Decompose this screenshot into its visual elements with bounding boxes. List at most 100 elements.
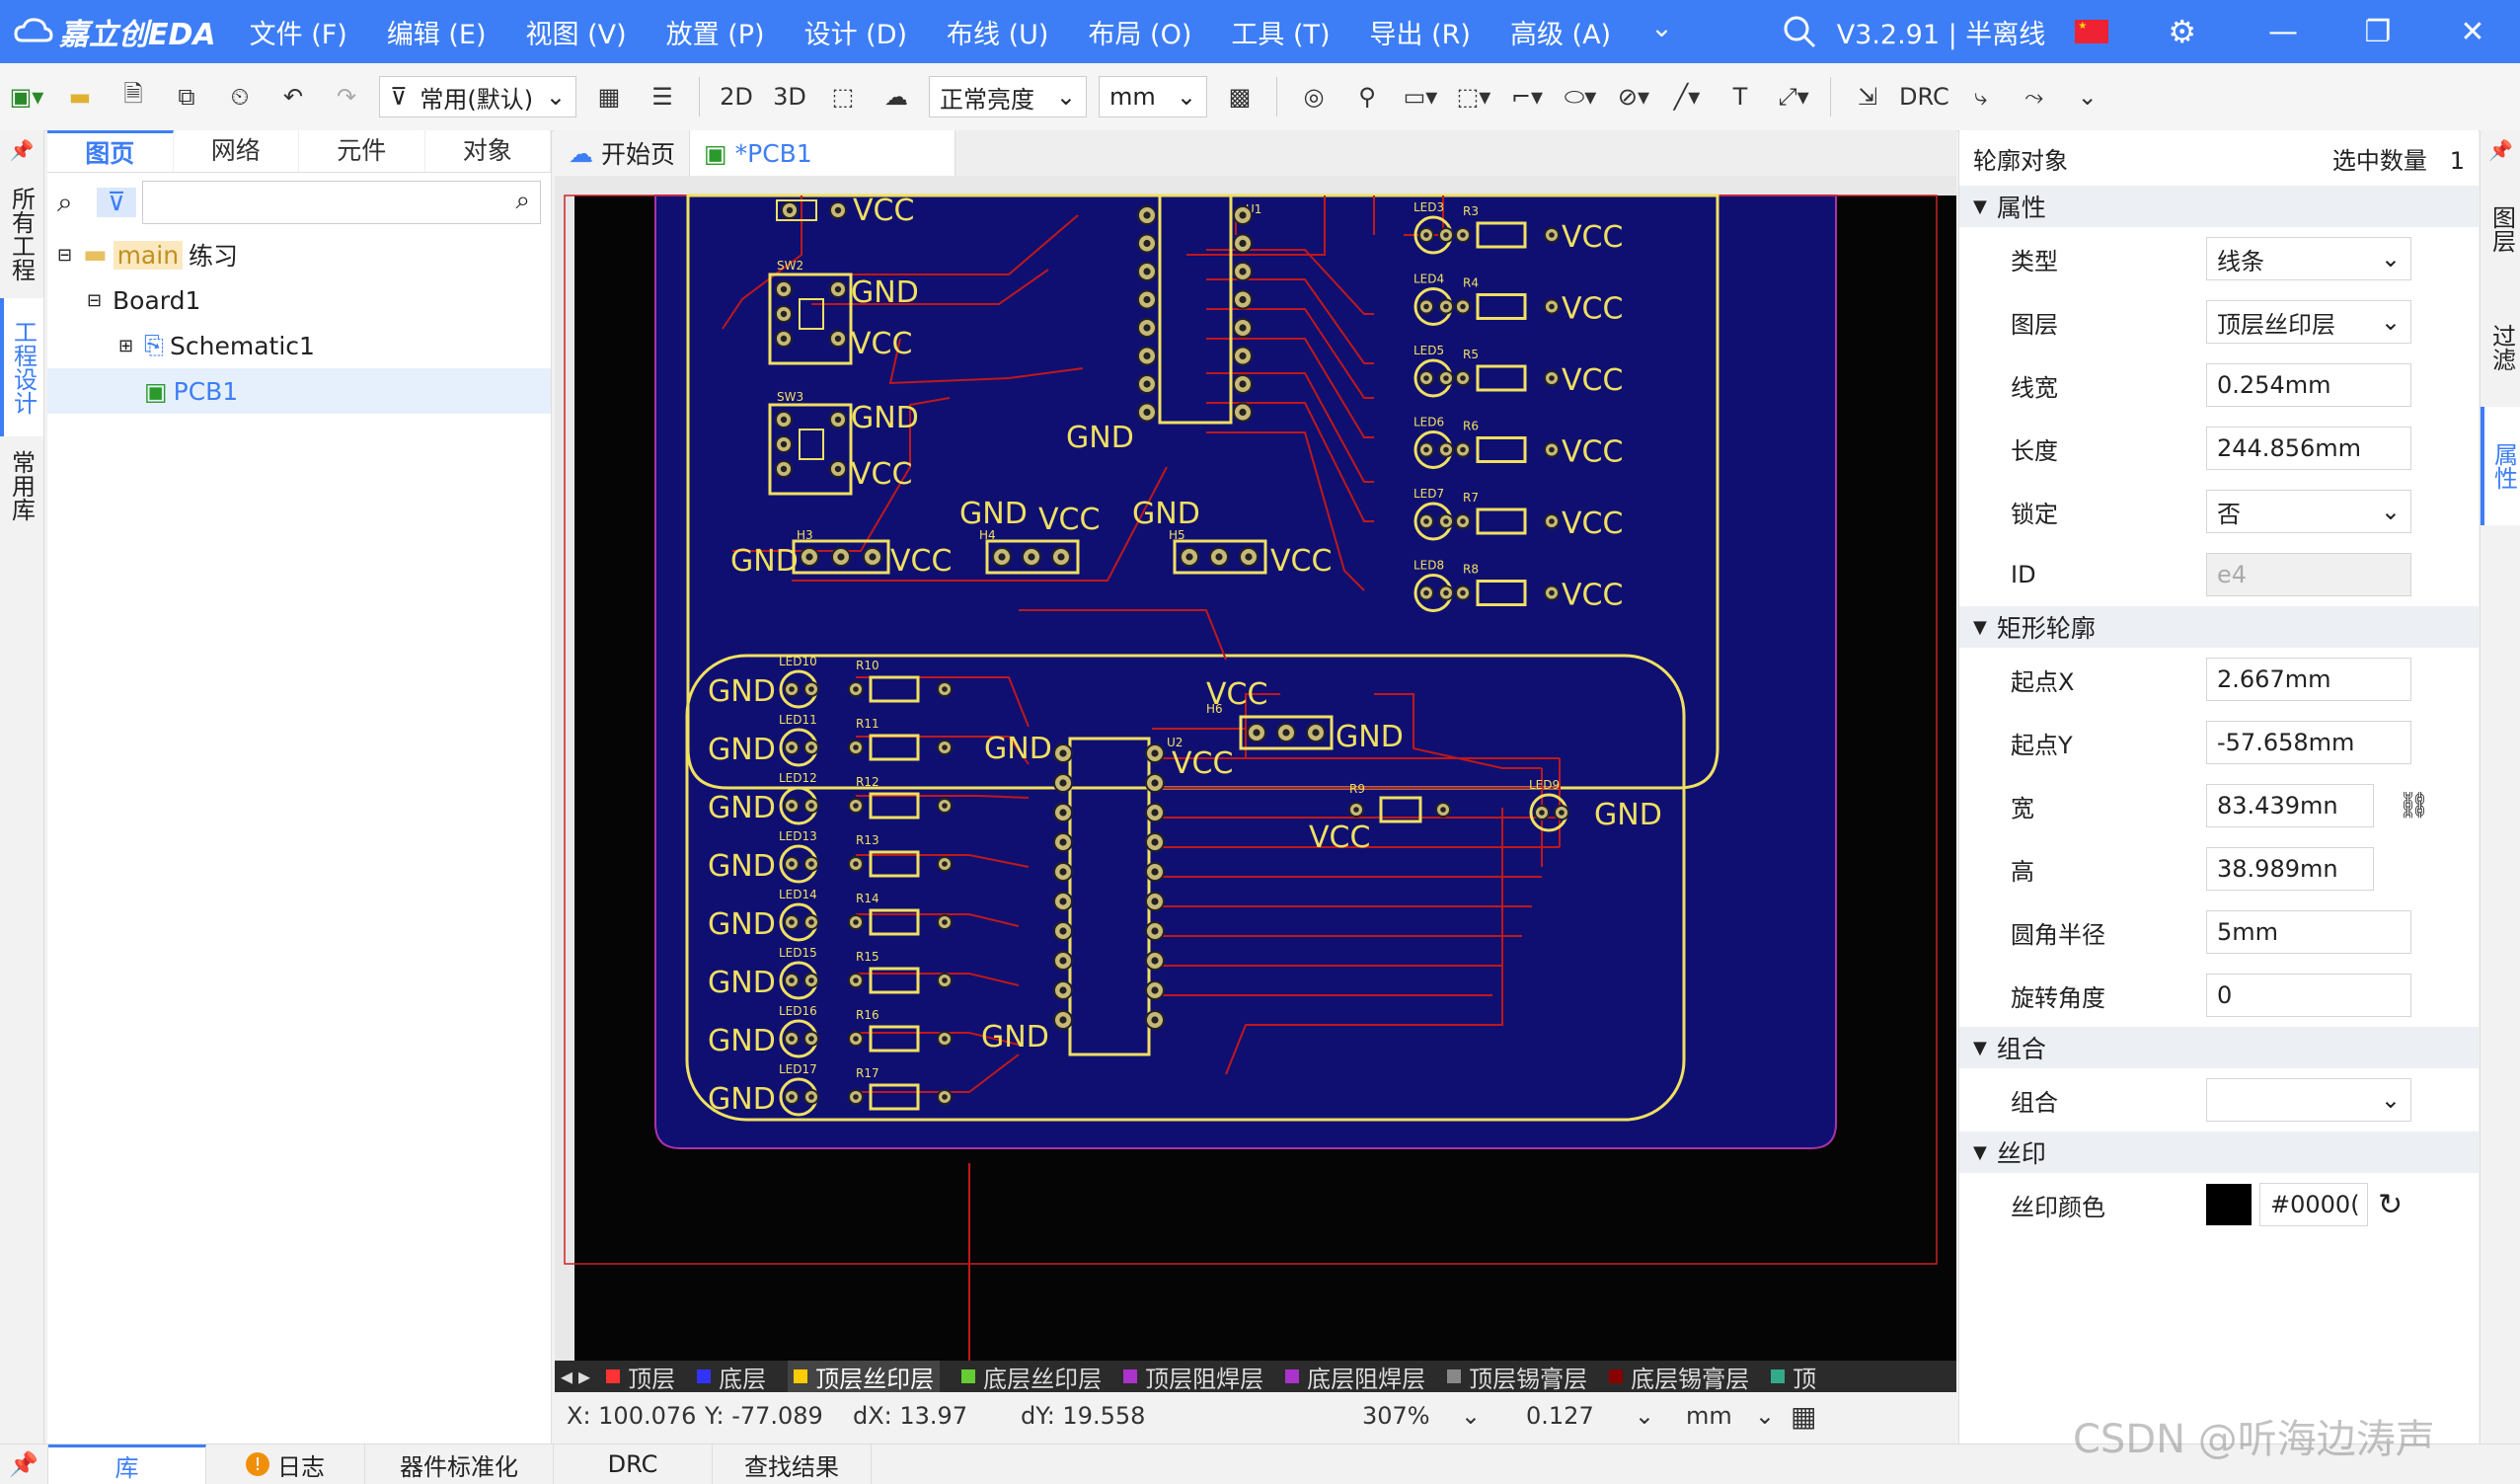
tab-components[interactable]: 元件 <box>299 130 425 172</box>
undo-icon[interactable]: ↶ <box>282 83 304 111</box>
region-icon[interactable]: ⬚▾ <box>1456 83 1491 111</box>
menu-layout[interactable]: 布局 (O) <box>1088 19 1192 50</box>
layer-scroll-left-icon[interactable]: ◂ <box>561 1363 573 1390</box>
more-icon[interactable]: ⌄ <box>2077 83 2098 111</box>
menu-view[interactable]: 视图 (V) <box>525 19 627 50</box>
search-submit-icon[interactable]: ⌕ <box>515 186 530 215</box>
import-icon[interactable]: ⇲ <box>1857 83 1878 111</box>
tab-objects[interactable]: 对象 <box>425 130 551 172</box>
tab-nets[interactable]: 网络 <box>174 130 299 172</box>
layer-select[interactable]: 顶层丝印层⌄ <box>2206 300 2411 344</box>
tab-layers[interactable]: 图层 <box>2487 205 2516 253</box>
search-icon[interactable] <box>1782 14 1817 49</box>
menu-design[interactable]: 设计 (D) <box>803 19 908 50</box>
layer-scroll-right-icon[interactable]: ▸ <box>578 1363 591 1390</box>
forbid-icon[interactable]: ⊘▾ <box>1617 83 1650 111</box>
layer-top-silk[interactable]: 顶层丝印层 <box>788 1361 941 1392</box>
zoom-select[interactable]: 307%⌄ <box>1352 1395 1490 1437</box>
menu-file[interactable]: 文件 (F) <box>249 19 347 50</box>
menu-place[interactable]: 放置 (P) <box>665 19 765 50</box>
layer-more[interactable]: 顶 <box>1771 1361 1816 1392</box>
tab-drc[interactable]: DRC <box>554 1445 713 1484</box>
collapse-icon[interactable]: ⊟ <box>87 289 103 311</box>
menu-advanced[interactable]: 高级 (A) <box>1509 19 1612 50</box>
corner-radius-input[interactable]: 5mm <box>2206 910 2411 954</box>
zoom-region-icon[interactable]: ⬚ <box>831 83 855 111</box>
menu-route[interactable]: 布线 (U) <box>947 19 1049 50</box>
route-icon[interactable]: ⤷ <box>1973 83 1988 111</box>
tab-search-results[interactable]: 查找结果 <box>713 1445 872 1484</box>
section-silk[interactable]: ▼丝印 <box>1959 1132 2479 1173</box>
tab-properties[interactable]: 属性 <box>2481 407 2520 525</box>
dimension-icon[interactable]: ⤢▾ <box>1778 83 1809 111</box>
width-input[interactable]: 83.439mn <box>2206 784 2374 827</box>
save-all-icon[interactable]: ⧉ <box>178 83 195 111</box>
status-unit-select[interactable]: mm⌄ <box>1676 1395 1785 1437</box>
pin-icon[interactable]: 📌 <box>9 138 35 162</box>
search-icon[interactable]: ⌕ <box>57 186 73 218</box>
pad-icon[interactable]: ⚲ <box>1358 83 1376 111</box>
tab-library[interactable]: 库 <box>48 1445 206 1484</box>
group-select[interactable]: ⌄ <box>2206 1078 2411 1122</box>
rotation-input[interactable]: 0 <box>2206 974 2411 1017</box>
height-input[interactable]: 38.989mn <box>2206 847 2374 891</box>
layer-top[interactable]: 顶层 <box>606 1361 675 1392</box>
brightness-icon[interactable]: ☁ <box>884 83 908 111</box>
view-2d-button[interactable]: 2D <box>720 83 753 111</box>
menu-edit[interactable]: 编辑 (E) <box>386 19 487 50</box>
pin-icon[interactable]: 📌 <box>2488 138 2513 162</box>
save-icon[interactable]: 🗎 <box>123 79 143 108</box>
tree-board-row[interactable]: ⊟ Board1 <box>47 277 551 323</box>
menu-more-icon[interactable]: ⌄ <box>1650 12 1673 43</box>
brightness-select[interactable]: 正常亮度⌄ <box>929 76 1087 117</box>
layer-top-mask[interactable]: 顶层阻焊层 <box>1123 1361 1263 1392</box>
tab-project-design[interactable]: 工程设计 <box>0 298 43 436</box>
tree-schematic-row[interactable]: ⊞ ⎘ Schematic1 <box>47 323 551 368</box>
layer-bottom-mask[interactable]: 底层阻焊层 <box>1285 1361 1425 1392</box>
text-icon[interactable]: T <box>1732 83 1748 111</box>
section-group[interactable]: ▼组合 <box>1959 1027 2479 1068</box>
silk-color-input[interactable]: #0000( <box>2259 1183 2368 1226</box>
line-icon[interactable]: ╱▾ <box>1673 83 1701 111</box>
new-project-icon[interactable]: ▣▾ <box>9 83 44 111</box>
layer-bottom[interactable]: 底层 <box>697 1361 766 1392</box>
pin-icon[interactable]: 📌 <box>0 1445 48 1484</box>
close-icon[interactable]: ✕ <box>2460 14 2485 49</box>
menu-tools[interactable]: 工具 (T) <box>1231 19 1331 50</box>
restore-icon[interactable]: ❐ <box>2364 14 2392 49</box>
filter-select[interactable]: ⊽常用(默认)⌄ <box>379 76 576 117</box>
language-flag-icon[interactable] <box>2075 20 2109 43</box>
unit-select[interactable]: mm⌄ <box>1099 76 1207 117</box>
tab-filter[interactable]: 过滤 <box>2487 324 2516 371</box>
polygon-icon[interactable]: ⌐▾ <box>1510 83 1544 111</box>
start-y-input[interactable]: -57.658mm <box>2206 721 2411 764</box>
ellipse-icon[interactable]: ⬭▾ <box>1564 83 1597 111</box>
open-folder-icon[interactable]: ▬ <box>68 83 92 111</box>
section-rect-outline[interactable]: ▼矩形轮廓 <box>1959 606 2479 648</box>
search-input[interactable]: ⌕ <box>142 181 541 224</box>
rect-select-icon[interactable]: ▭▾ <box>1403 83 1438 111</box>
tab-log[interactable]: !日志 <box>206 1445 365 1484</box>
tab-start-page[interactable]: ☁开始页 <box>555 130 691 176</box>
menu-export[interactable]: 导出 (R) <box>1369 19 1471 50</box>
layer-top-paste[interactable]: 顶层锡膏层 <box>1447 1361 1587 1392</box>
silk-color-swatch[interactable] <box>2206 1184 2252 1225</box>
tree-project-row[interactable]: ⊟ ▬ main 练习 <box>47 232 551 277</box>
collapse-icon[interactable]: ⊟ <box>57 244 73 266</box>
layer-bottom-silk[interactable]: 底层丝印层 <box>961 1361 1102 1392</box>
start-x-input[interactable]: 2.667mm <box>2206 658 2411 701</box>
view-3d-button[interactable]: 3D <box>773 83 806 111</box>
reset-icon[interactable]: ↻ <box>2378 1187 2404 1222</box>
history-icon[interactable]: ⏲ <box>230 83 250 111</box>
filter-icon[interactable]: ⊽ <box>97 188 136 217</box>
settings-gear-icon[interactable]: ⚙ <box>2168 13 2196 50</box>
tab-common-library[interactable]: 常用库 <box>7 450 36 521</box>
tab-device-standardize[interactable]: 器件标准化 <box>365 1445 554 1484</box>
length-input[interactable]: 244.856mm <box>2206 427 2411 470</box>
section-properties[interactable]: ▼属性 <box>1959 186 2479 227</box>
diff-route-icon[interactable]: ⤳ <box>2024 83 2044 111</box>
layer-bottom-paste[interactable]: 底层锡膏层 <box>1609 1361 1749 1392</box>
type-select[interactable]: 线条⌄ <box>2206 237 2411 280</box>
tab-all-projects[interactable]: 所有工程 <box>7 187 36 281</box>
